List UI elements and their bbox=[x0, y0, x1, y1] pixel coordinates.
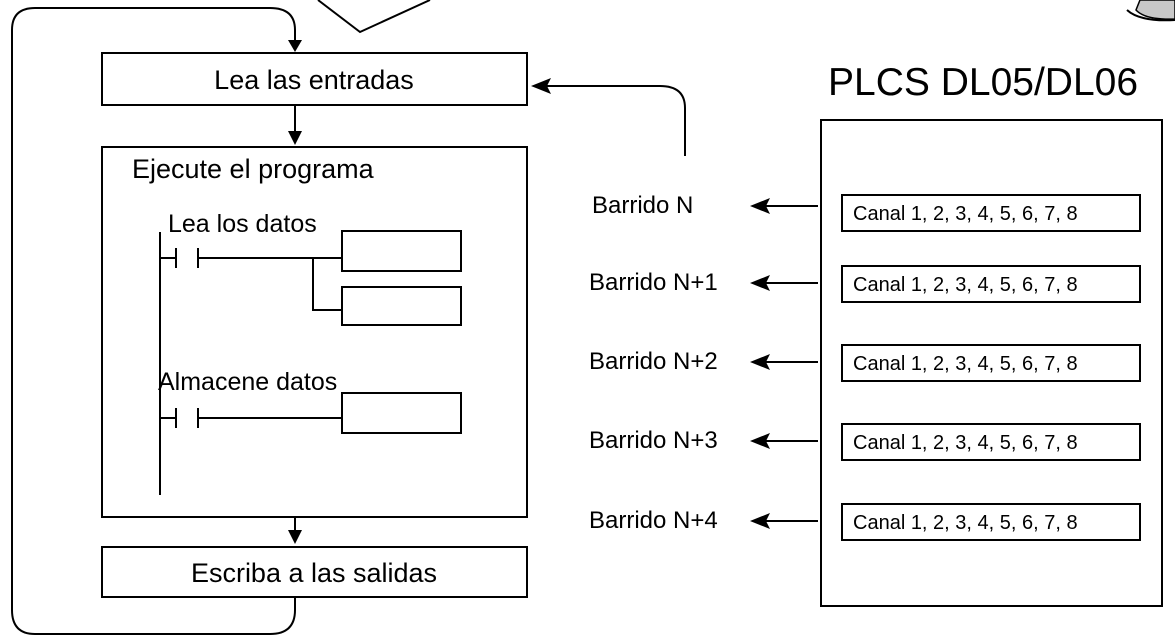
scan-arrowhead bbox=[750, 354, 770, 370]
scan-feedback-line bbox=[545, 85, 686, 156]
arrow-to-program-head bbox=[288, 131, 302, 145]
write-outputs-label: Escriba a las salidas bbox=[191, 558, 437, 588]
rung1-output-box-2 bbox=[341, 286, 462, 326]
read-inputs-label: Lea las entradas bbox=[214, 65, 414, 95]
ladder-rungs: Lea los datos Almacene datos bbox=[158, 210, 462, 495]
scan-label: Barrido N+1 bbox=[589, 269, 718, 296]
rung2-output-box bbox=[341, 392, 462, 434]
rung1-label: Lea los datos bbox=[168, 210, 317, 238]
scan-row: Barrido N+1 Canal 1, 2, 3, 4, 5, 6, 7, 8 bbox=[589, 265, 1141, 303]
scan-arrowhead bbox=[750, 433, 770, 449]
channel-box bbox=[841, 503, 1141, 541]
channel-label: Canal 1, 2, 3, 4, 5, 6, 7, 8 bbox=[853, 512, 1078, 534]
top-start-shape bbox=[317, 0, 431, 34]
arrow-to-outputs-head bbox=[288, 530, 302, 544]
scan-row: Barrido N+4 Canal 1, 2, 3, 4, 5, 6, 7, 8 bbox=[589, 503, 1141, 541]
channel-label: Canal 1, 2, 3, 4, 5, 6, 7, 8 bbox=[853, 432, 1078, 454]
scan-arrowhead bbox=[750, 275, 770, 291]
channel-label: Canal 1, 2, 3, 4, 5, 6, 7, 8 bbox=[853, 353, 1078, 375]
rung2-label: Almacene datos bbox=[158, 368, 337, 396]
scan-arrowhead bbox=[750, 513, 770, 529]
rung1-output-box-1 bbox=[341, 230, 462, 272]
scan-row: Barrido N Canal 1, 2, 3, 4, 5, 6, 7, 8 bbox=[592, 192, 1141, 232]
execute-program-box bbox=[101, 146, 528, 518]
scan-row: Barrido N+3 Canal 1, 2, 3, 4, 5, 6, 7, 8 bbox=[589, 423, 1141, 461]
scan-loop-line bbox=[11, 7, 296, 635]
write-outputs-box bbox=[101, 546, 528, 598]
loop-arrowhead bbox=[288, 40, 302, 52]
scan-label: Barrido N bbox=[592, 192, 693, 219]
plc-title: PLCS DL05/DL06 bbox=[828, 61, 1138, 104]
rung1-wire bbox=[198, 257, 342, 311]
scan-label: Barrido N+3 bbox=[589, 427, 718, 454]
execute-program-label: Ejecute el programa bbox=[132, 154, 375, 184]
channel-box bbox=[841, 344, 1141, 382]
channel-box bbox=[841, 265, 1141, 303]
scan-label: Barrido N+4 bbox=[589, 507, 718, 534]
top-right-shape bbox=[1126, 9, 1175, 22]
channel-box bbox=[841, 423, 1141, 461]
scan-arrowhead bbox=[750, 198, 770, 214]
scan-feedback-arrowhead bbox=[531, 78, 551, 94]
read-inputs-box bbox=[101, 52, 528, 106]
top-right-shape-fill bbox=[1135, 0, 1175, 20]
scan-row: Barrido N+2 Canal 1, 2, 3, 4, 5, 6, 7, 8 bbox=[589, 344, 1141, 382]
channel-label: Canal 1, 2, 3, 4, 5, 6, 7, 8 bbox=[853, 203, 1078, 225]
channel-label: Canal 1, 2, 3, 4, 5, 6, 7, 8 bbox=[853, 274, 1078, 296]
channel-box bbox=[841, 194, 1141, 232]
scan-label: Barrido N+2 bbox=[589, 348, 718, 375]
